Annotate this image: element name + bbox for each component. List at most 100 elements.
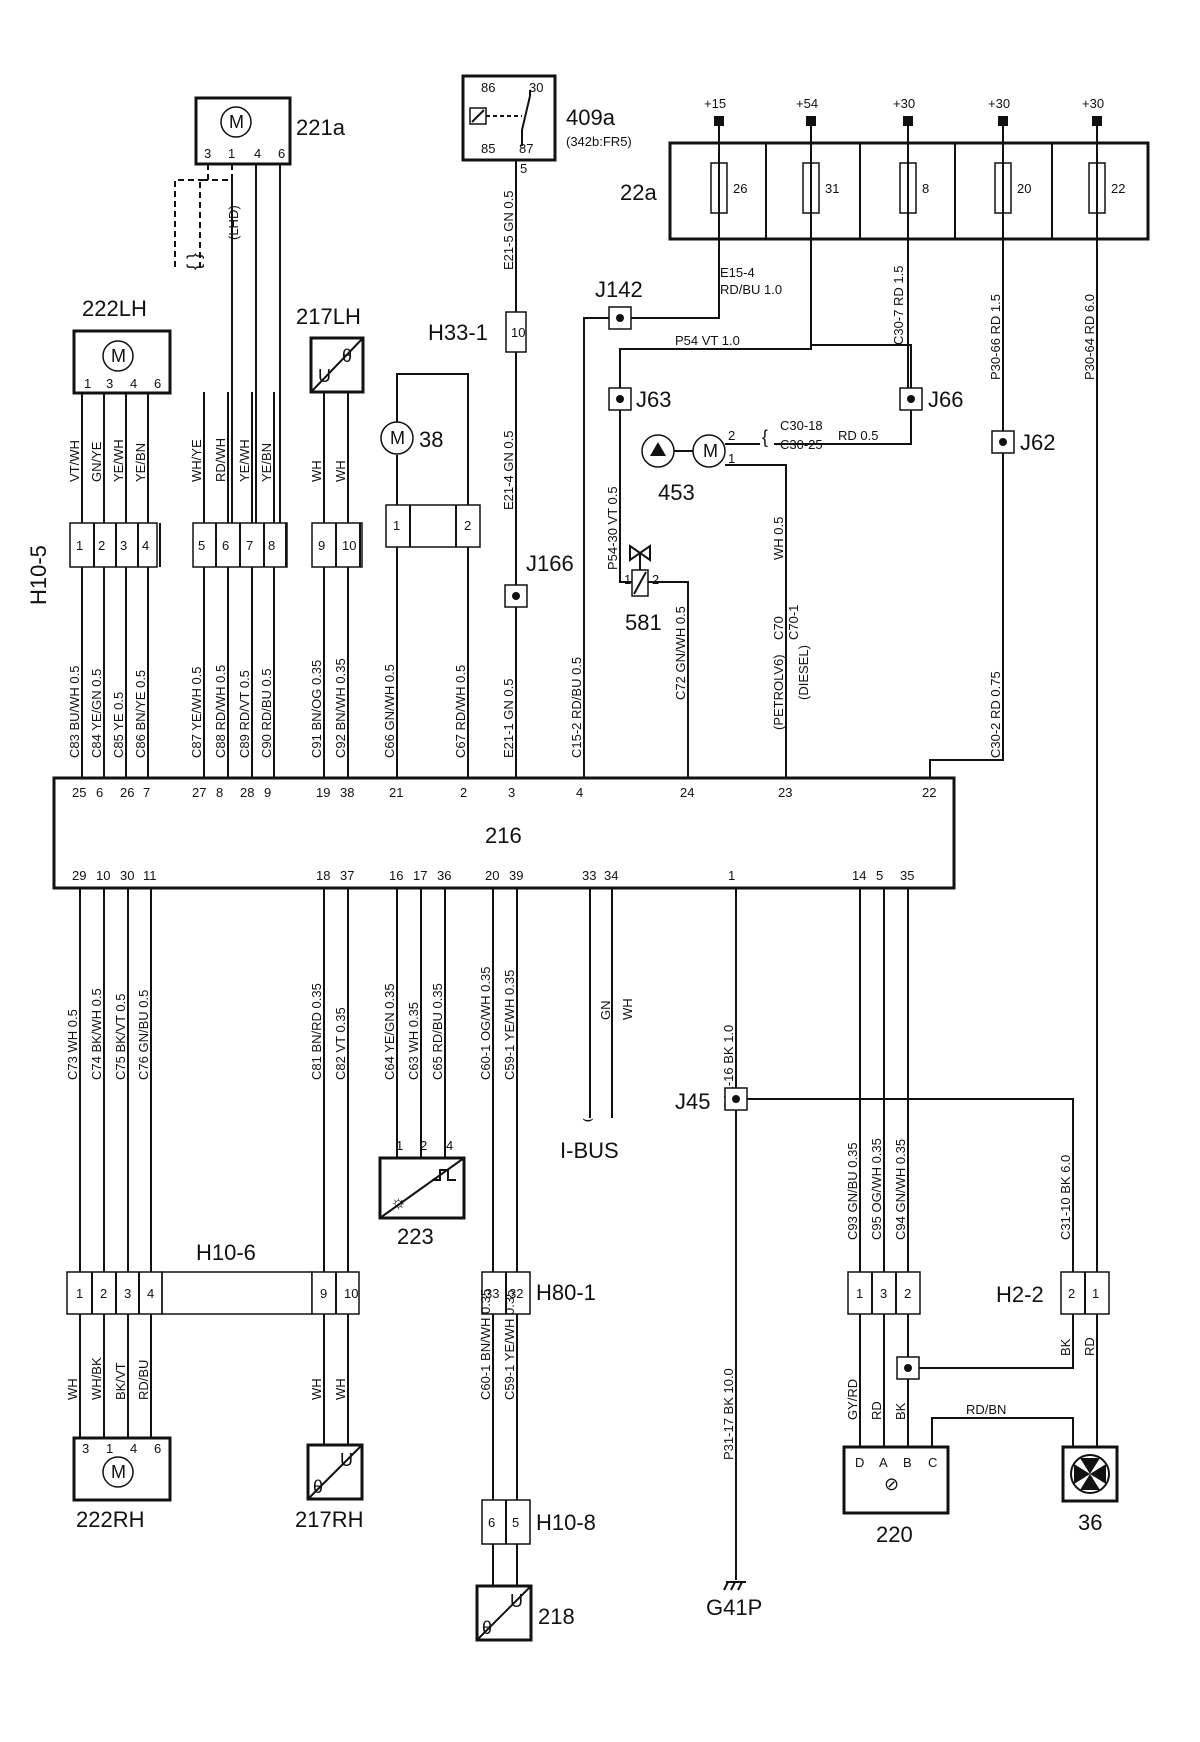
relay-pin-85: 85 (481, 141, 495, 156)
wire-c66: C66 GN/WH 0.5 (382, 664, 397, 758)
h10-5-lower-wire: C83 BU/WH 0.5 (67, 666, 82, 758)
fan-icon (1074, 1458, 1106, 1490)
218-label: 218 (538, 1604, 575, 1629)
module-216-bottom-pin: 10 (96, 868, 110, 883)
221a-pin4: 4 (254, 146, 261, 161)
wire-c93: C93 GN/BU 0.35 (845, 1142, 860, 1240)
222rh-pin1: 1 (106, 1441, 113, 1456)
connector-h10-6 (66, 1271, 360, 1315)
581-pin1: 1 (624, 572, 631, 587)
222lh-pin3: 3 (106, 376, 113, 391)
217lh-u: U (318, 366, 331, 386)
motor-222rh (72, 1436, 172, 1502)
pressure-icon: ⊘ (884, 1474, 899, 1494)
supply-5: +30 (1082, 96, 1104, 111)
relay-pin-30: 30 (529, 80, 543, 95)
j142-label: J142 (595, 277, 643, 302)
h2-2-pin1: 1 (1092, 1286, 1099, 1301)
j62-label: J62 (1020, 430, 1055, 455)
h80-pin32: 32 (509, 1286, 523, 1301)
module-216-bottom-pin: 29 (72, 868, 86, 883)
221a-pin1: 1 (228, 146, 235, 161)
h10-5-lower-wire: C91 BN/OG 0.35 (309, 660, 324, 758)
222lh-pin1: 1 (84, 376, 91, 391)
module-216-bottom-pin: 5 (876, 868, 883, 883)
module-216-top-pin: 23 (778, 785, 792, 800)
module-216-bottom-pin: 34 (604, 868, 618, 883)
38-m: M (390, 428, 405, 448)
h10-5-upper-wire: WH (309, 460, 324, 482)
453-motor-symbol: M (703, 441, 718, 461)
wire-c15-2: C15-2 RD/BU 0.5 (569, 657, 584, 758)
module-216-top-pin: 19 (316, 785, 330, 800)
module-216-bottom-wire: C60-1 OG/WH 0.35 (478, 967, 493, 1080)
relay-pin-86: 86 (481, 80, 495, 95)
module-216-bottom-wire: C74 BK/WH 0.5 (89, 988, 104, 1080)
wire-gn: GN (598, 1001, 613, 1021)
223-pin4: 4 (446, 1138, 453, 1153)
module-216-bottom-pin: 20 (485, 868, 499, 883)
h10-5-upper-wire: YE/BN (259, 443, 274, 482)
221a-label: 221a (296, 115, 346, 140)
sensor-220 (842, 1445, 950, 1515)
h10-5-pin: 10 (342, 538, 356, 553)
222lh-pin6: 6 (154, 376, 161, 391)
module-216-bottom-pin: 39 (509, 868, 523, 883)
581-pin2: 2 (652, 572, 659, 587)
wire-e21-1: E21-1 GN 0.5 (501, 679, 516, 759)
module-216-top-pin: 6 (96, 785, 103, 800)
h33-pin: 10 (511, 325, 525, 340)
h10-5-lower-wire: C86 BN/YE 0.5 (133, 670, 148, 758)
h10-6-pin: 9 (320, 1286, 327, 1301)
relay-ref: (342b:FR5) (566, 134, 632, 149)
j63-label: J63 (636, 387, 671, 412)
wire-bk: BK (893, 1402, 908, 1420)
h33-label: H33-1 (428, 320, 488, 345)
motor-icon (102, 340, 134, 372)
wire-c30-7: C30-7 RD 1.5 (891, 266, 906, 345)
222lh-m: M (111, 346, 126, 366)
j166-label: J166 (526, 551, 574, 576)
module-216-top-pin: 26 (120, 785, 134, 800)
h10-5-upper-wire: YE/WH (111, 439, 126, 482)
module-216-bottom-pin: 14 (852, 868, 866, 883)
module-216-bottom-pin: 11 (143, 868, 157, 883)
module-216-top-pin: 8 (216, 785, 223, 800)
218-u: U (510, 1591, 523, 1611)
supply-3: +30 (893, 96, 915, 111)
h10-5-pin: 8 (268, 538, 275, 553)
lhd-label: (LHD) (226, 205, 241, 240)
module-216-bottom-pin: 1 (728, 868, 735, 883)
h80-1-label: H80-1 (536, 1280, 596, 1305)
wire-wh: WH (620, 998, 635, 1020)
wire-c95: C95 OG/WH 0.35 (869, 1138, 884, 1240)
217rh-label: 217RH (295, 1507, 363, 1532)
module-216-bottom-pin: 36 (437, 868, 451, 883)
217rh-theta: θ (313, 1477, 323, 1497)
wire-e21-5: E21-5 GN 0.5 (501, 191, 516, 271)
h10-6-lower-wire: WH/BK (89, 1357, 104, 1400)
wire-e21-4: E21-4 GN 0.5 (501, 431, 516, 511)
223-pin2: 2 (420, 1138, 427, 1153)
220-pin-c: C (928, 1455, 937, 1470)
diesel-label: (DIESEL) (796, 645, 811, 700)
wire-rd05: RD 0.5 (838, 428, 878, 443)
222rh-label: 222RH (76, 1507, 144, 1532)
ground-icon (723, 1581, 746, 1591)
h10-8-pin5: 5 (512, 1515, 519, 1530)
wire-h22-bk: BK (1058, 1338, 1073, 1356)
218-theta: θ (482, 1618, 492, 1638)
module-216-bottom-wire: C82 VT 0.35 (333, 1007, 348, 1080)
h10-6-label: H10-6 (196, 1240, 256, 1265)
wire-c70: C70 (771, 616, 786, 640)
ibus-label: I-BUS (560, 1138, 619, 1163)
223-label: 223 (397, 1224, 434, 1249)
h10-5-lower-wire: C88 RD/WH 0.5 (213, 665, 228, 758)
pump-453 (641, 434, 726, 468)
216-label: 216 (485, 823, 522, 848)
222rh-m: M (111, 1462, 126, 1482)
module-216-bottom-pin: 16 (389, 868, 403, 883)
h10-5-upper-wire: GN/YE (89, 441, 104, 482)
ibus-brace: ⌣ (582, 1108, 594, 1128)
217lh-theta: θ (342, 346, 352, 366)
